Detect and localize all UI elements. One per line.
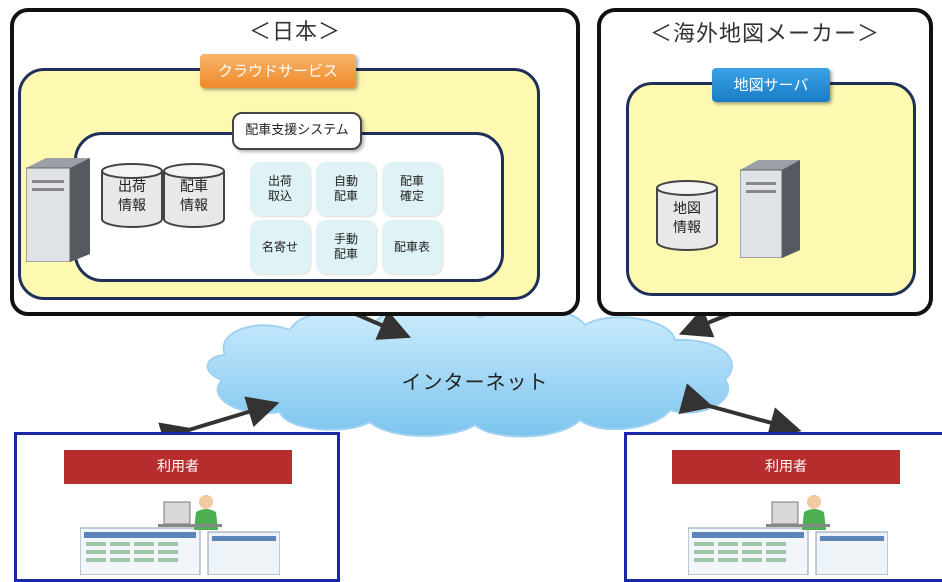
arrow-user-right-internet (678, 383, 802, 439)
function-manual-dispatch: 手動 配車 (316, 220, 376, 274)
arrow-user-left-internet (158, 396, 280, 454)
map-server-label: 地図サーバ (712, 68, 830, 102)
overseas-title: ＜海外地図メーカー＞ (649, 22, 880, 47)
database-dispatch-label: 配車 情報 (180, 179, 208, 214)
function-dispatch-table: 配車表 (382, 220, 442, 274)
user-label-right: 利用者 (672, 450, 900, 484)
user-workstation-left (80, 495, 280, 575)
cloud-service-label: クラウドサービス (200, 54, 356, 88)
function-shipping-import: 出荷 取込 (250, 162, 310, 216)
database-map-label: 地図 情報 (673, 201, 701, 236)
database-shipping-icon (101, 163, 163, 228)
map-server-icon (740, 160, 800, 258)
database-dispatch-icon (163, 163, 225, 228)
function-auto-dispatch: 自動 配車 (316, 162, 376, 216)
user-workstation-right (688, 495, 888, 575)
dispatch-system-label: 配車支援システム (232, 112, 362, 150)
function-name-merge: 名寄せ (250, 220, 310, 274)
japan-title: ＜日本＞ (248, 20, 341, 45)
internet-label: インターネット (401, 370, 549, 394)
server-icon (26, 158, 90, 262)
database-shipping-label: 出荷 情報 (118, 179, 146, 214)
user-label-left: 利用者 (64, 450, 292, 484)
database-map-icon (656, 180, 718, 251)
function-dispatch-confirm: 配車 確定 (382, 162, 442, 216)
